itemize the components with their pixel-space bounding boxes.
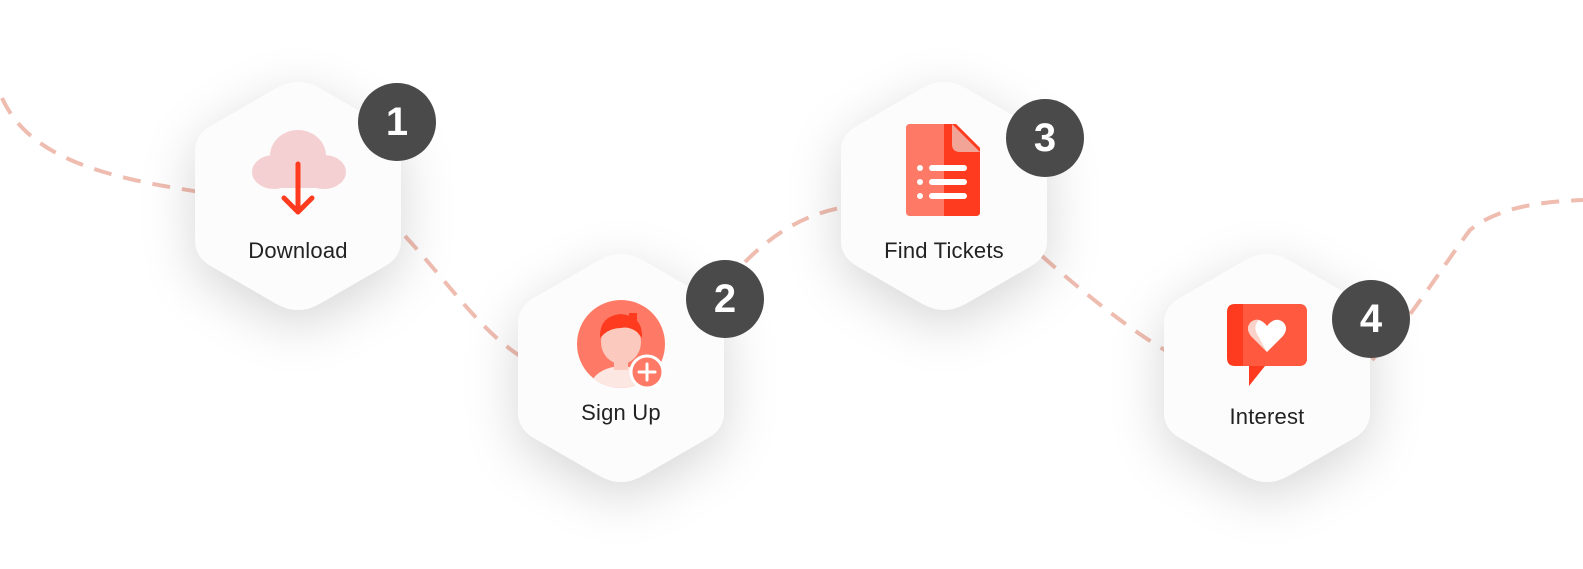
step-download[interactable]: Download (193, 80, 403, 312)
heart-chat-icon (1227, 304, 1307, 386)
hexagon-card (1164, 254, 1370, 482)
step-interest[interactable]: Interest (1162, 252, 1372, 484)
step-label: Sign Up (581, 400, 661, 425)
step-number-badge: 1 (358, 83, 436, 161)
cloud-download-icon (252, 130, 346, 215)
user-add-icon (577, 300, 665, 390)
step-number-badge: 3 (1006, 99, 1084, 177)
step-sign-up[interactable]: Sign Up (516, 252, 726, 484)
document-list-icon (906, 124, 980, 216)
step-label: Download (248, 238, 348, 263)
step-label: Interest (1229, 404, 1305, 429)
step-label: Find Tickets (884, 238, 1004, 263)
step-find-tickets[interactable]: Find Tickets (839, 80, 1049, 312)
step-number-badge: 4 (1332, 280, 1410, 358)
step-number-badge: 2 (686, 260, 764, 338)
